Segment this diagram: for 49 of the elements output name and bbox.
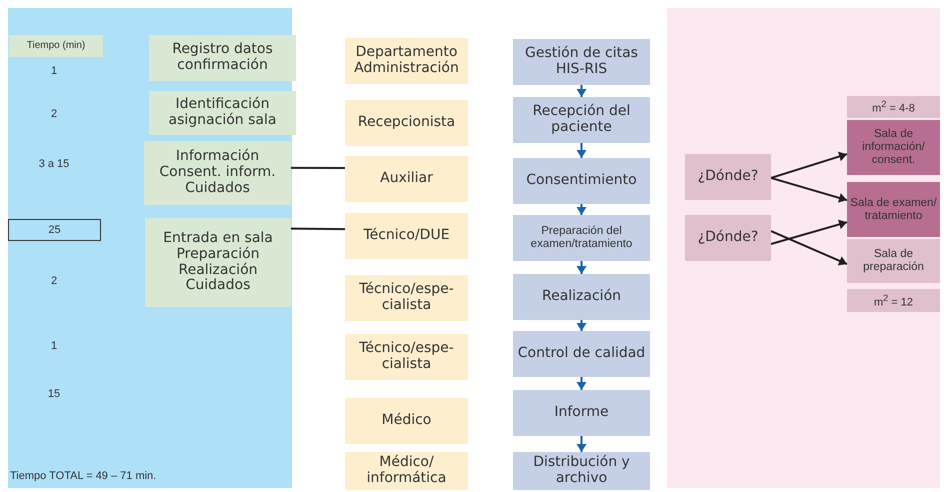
arrow (576, 204, 586, 215)
activity-box: Información Consent. inform. Cuidados (144, 141, 291, 205)
arrow (576, 261, 586, 274)
question-box: ¿Dónde? (685, 215, 771, 261)
role-box: Médico (345, 398, 468, 444)
arrow (770, 230, 848, 266)
header-box: Tiempo (min) (9, 35, 103, 57)
role-box: Técnico/DUE (345, 213, 468, 259)
arrow (770, 152, 848, 179)
arrow (576, 377, 586, 390)
time-value: 2 (50, 275, 58, 287)
area-box: m$^{2}$ = 4-8 (847, 96, 940, 118)
process-box: Informe (513, 390, 650, 436)
process-box: Recepción del paciente (513, 97, 650, 143)
room-box: Sala de examen/ tratamiento (847, 182, 940, 237)
connector-line (291, 166, 345, 169)
arrow (770, 176, 848, 203)
arrow (576, 436, 586, 452)
time-value: 15 (46, 388, 62, 400)
arrow (576, 320, 586, 331)
process-box: Control de calidad (513, 331, 650, 377)
role-box: Médico/ informática (345, 452, 468, 490)
arrow (770, 220, 848, 245)
time-value: 1 (50, 340, 58, 352)
process-box: Distribución y archivo (513, 452, 650, 490)
activity-box: Entrada en sala Preparación Realización Cuidados (145, 218, 291, 307)
role-box: Departamento Administración (345, 38, 468, 84)
arrow (576, 85, 586, 97)
time-value: 1 (50, 65, 58, 77)
total-note: Tiempo TOTAL = 49 – 71 min. (10, 470, 156, 482)
room-box: Sala de información/ consent. (847, 120, 940, 175)
time-box: 25 (8, 219, 101, 241)
room-box: Sala de preparación (847, 239, 940, 283)
role-box: Técnico/espe- cialista (345, 275, 468, 321)
process-box: Preparación del examen/tratamiento (513, 215, 650, 261)
process-box: Gestión de citas HIS-RIS (513, 39, 650, 85)
connector-line (291, 228, 345, 230)
arrow (576, 143, 586, 158)
role-box: Auxiliar (345, 156, 468, 202)
process-box: Consentimiento (513, 158, 650, 204)
question-box: ¿Dónde? (685, 154, 771, 200)
process-box: Realización (513, 274, 650, 320)
role-box: Recepcionista (345, 100, 468, 146)
activity-box: Registro datos confirmación (149, 35, 296, 81)
area-box: m$^{2}$ = 12 (847, 289, 940, 312)
role-box: Técnico/espe- cialista (345, 334, 468, 380)
time-value: 3 a 15 (38, 158, 70, 170)
time-value: 2 (50, 108, 58, 120)
activity-box: Identificación asignación sala (149, 91, 296, 135)
